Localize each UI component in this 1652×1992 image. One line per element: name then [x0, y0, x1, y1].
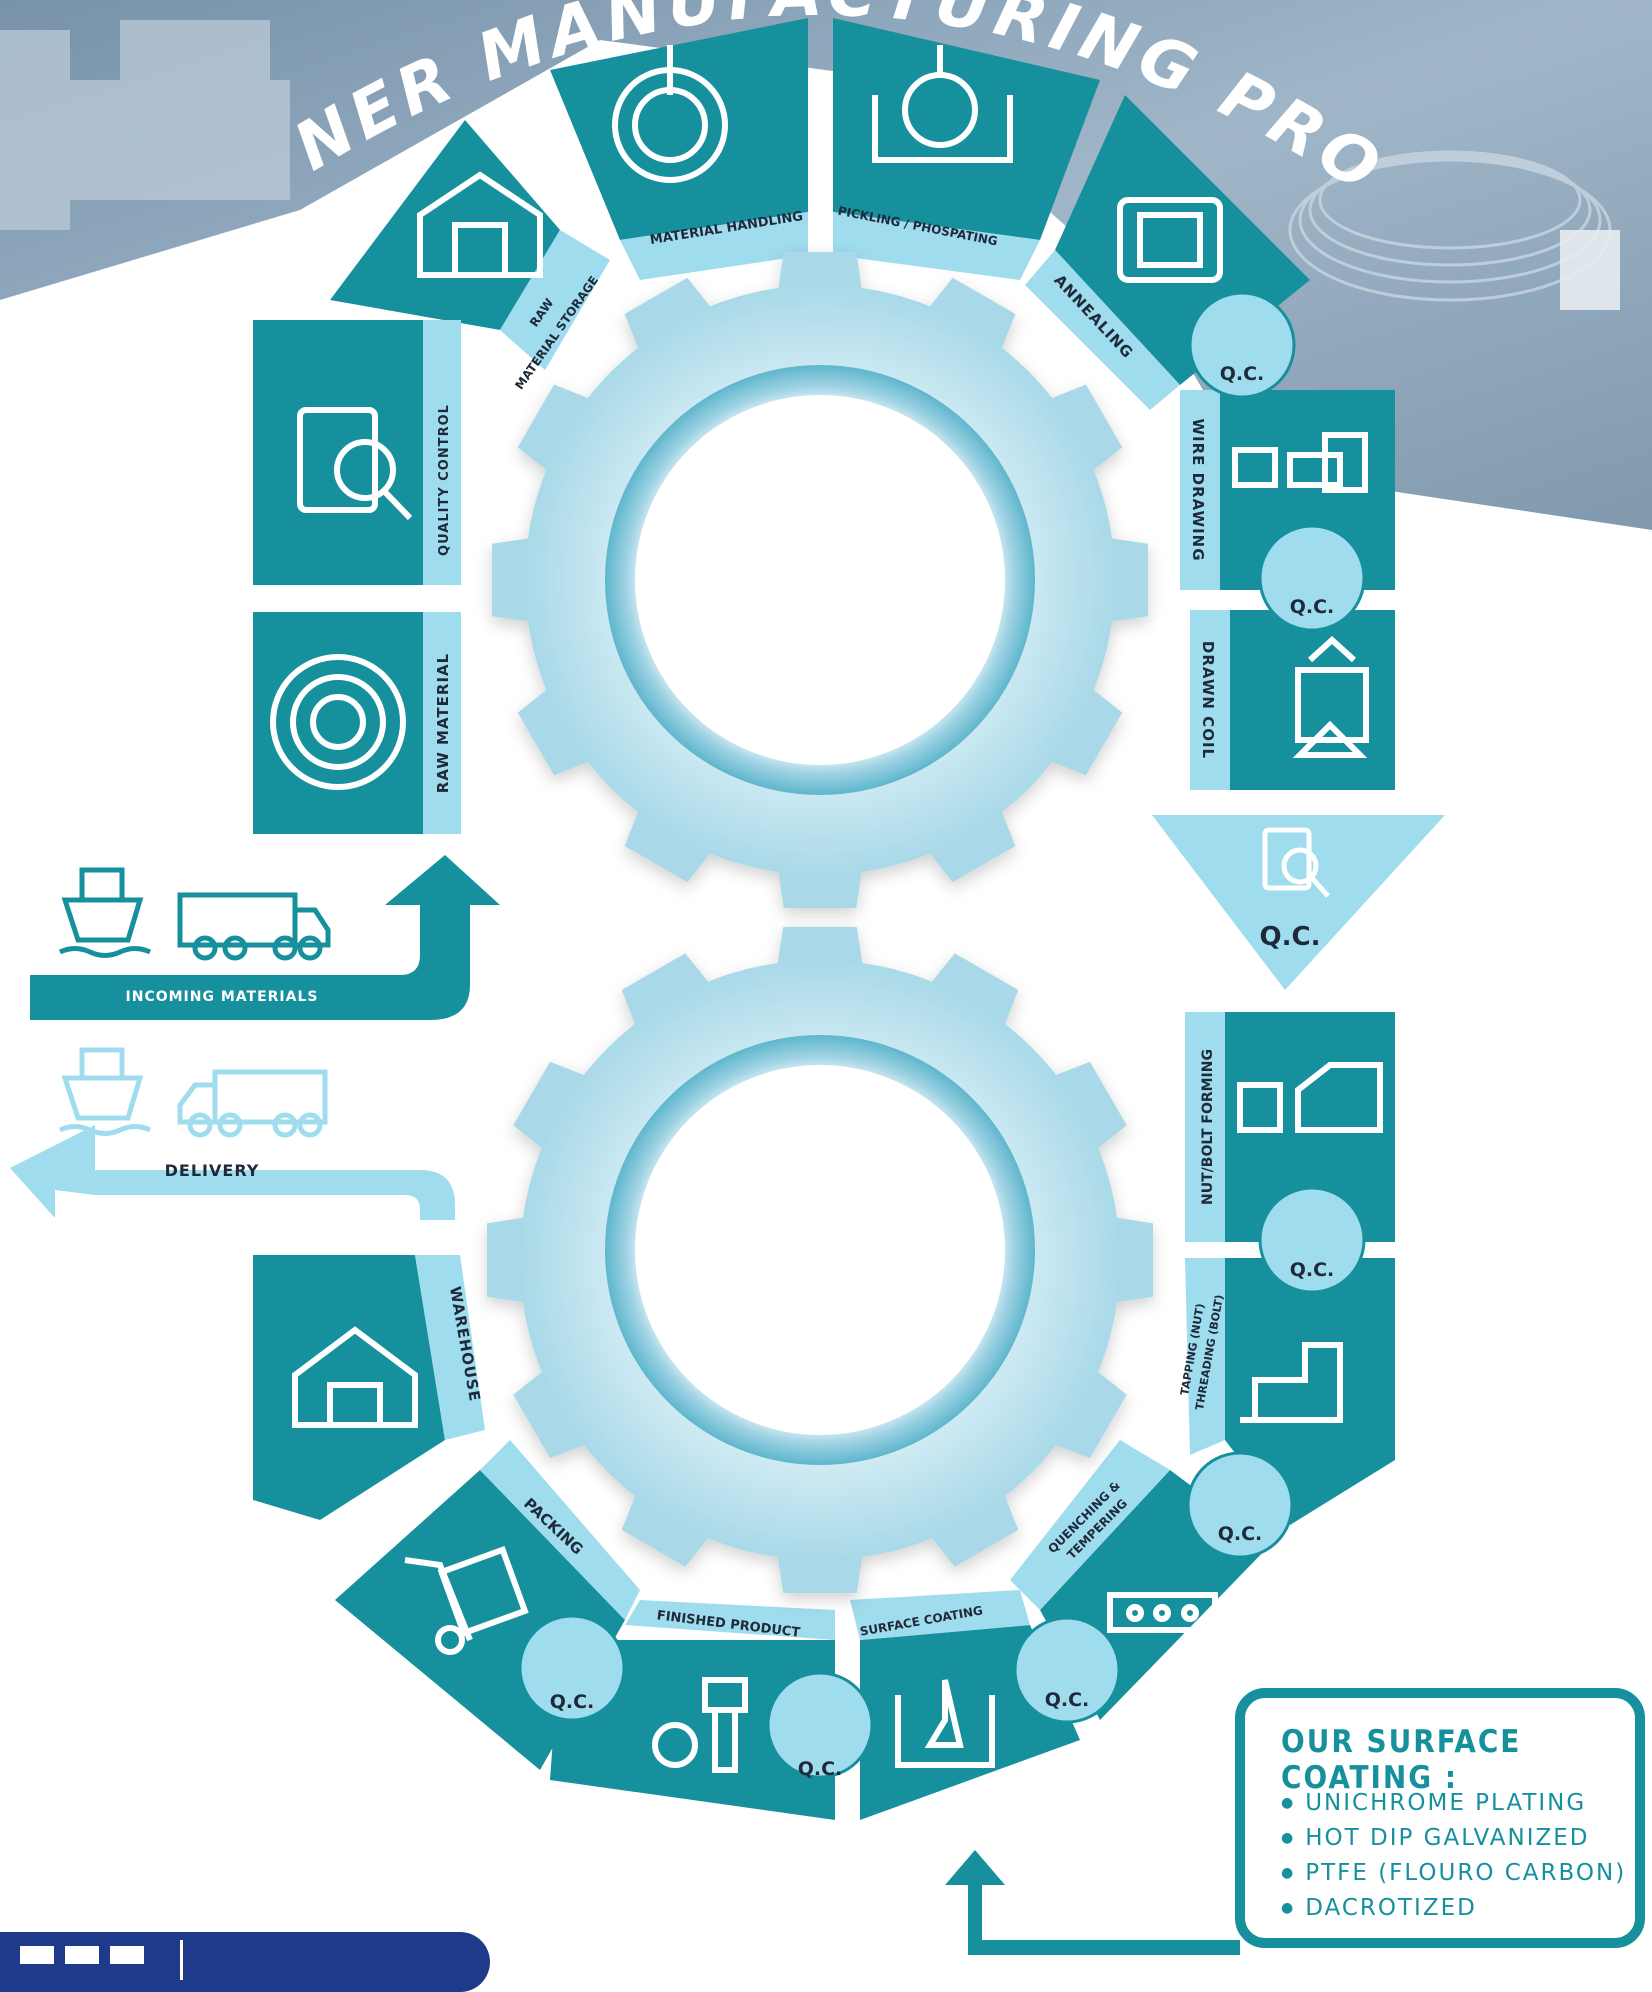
- label-raw-material: RAW MATERIAL: [434, 653, 452, 793]
- machine-photo-icon: [0, 20, 290, 230]
- annealing-furnace-icon: [1117, 197, 1223, 283]
- qc-label-annealing: Q.C.: [1220, 363, 1265, 385]
- label-wire-drawing: WIRE DRAWING: [1189, 418, 1207, 561]
- lower-label-bands: [415, 1012, 1225, 1640]
- segment-material-handling: [550, 18, 808, 240]
- quenching-furnace-icon: [1107, 1592, 1218, 1633]
- delivery-ship-icon: [58, 1047, 152, 1136]
- upper-gear-icon: [492, 252, 1148, 908]
- wire-coil-photo-icon: [1288, 150, 1612, 302]
- warehouse-icon: [292, 1326, 418, 1428]
- qc-badge-finished-product: [766, 1671, 874, 1779]
- logo-mark-1: [20, 1946, 54, 1964]
- delivery-label: DELIVERY: [165, 1161, 260, 1180]
- coating-connector-arrow: [945, 1850, 1240, 1955]
- segment-quality-control: [253, 320, 423, 585]
- qc-badge-forming: [1258, 1186, 1366, 1294]
- qc-badge-quenching: [1013, 1616, 1121, 1724]
- qc-label-packing: Q.C.: [550, 1691, 595, 1713]
- qc-badge-annealing: [1188, 291, 1296, 399]
- segment-raw-material: [253, 612, 423, 834]
- quality-control-icon: [297, 407, 413, 521]
- tapping-machine-icon: [1240, 1342, 1343, 1423]
- material-handling-coil-icon: [612, 45, 728, 183]
- qc-badge-tapping: [1186, 1451, 1294, 1559]
- lower-gear-icon: [487, 927, 1153, 1593]
- qc-badge-packing: [518, 1614, 626, 1722]
- qc-label-quenching: Q.C.: [1045, 1689, 1090, 1711]
- incoming-truck-icon: [177, 892, 331, 961]
- segment-tapping-threading: [1225, 1258, 1395, 1525]
- pickling-tank-icon: [872, 45, 1013, 163]
- coating-item-ptfe: PTFE (FLOURO CARBON): [1281, 1856, 1626, 1891]
- coating-list: UNICHROME PLATING HOT DIP GALVANIZED PTF…: [1281, 1786, 1626, 1926]
- label-drawn-coil: DRAWN COIL: [1199, 641, 1217, 759]
- logo-mark-2: [65, 1946, 99, 1964]
- coil-tag-icon: [1560, 230, 1620, 310]
- incoming-arrow: [30, 855, 500, 1020]
- storage-warehouse-icon: [417, 171, 543, 278]
- packing-trolley-icon: [404, 1545, 529, 1655]
- incoming-ship-icon: [58, 867, 152, 958]
- delivery-truck-icon: [177, 1069, 328, 1138]
- qc-report-icon: [1262, 827, 1330, 898]
- coating-item-unichrome: UNICHROME PLATING: [1281, 1786, 1626, 1821]
- qc-label-wire-drawing: Q.C.: [1290, 596, 1335, 618]
- coating-item-dacrotized: DACROTIZED: [1281, 1891, 1626, 1926]
- qc-badges: [518, 291, 1366, 1779]
- wire-drawing-machine-icon: [1232, 432, 1368, 493]
- qc-label-finished-product: Q.C.: [798, 1758, 843, 1780]
- forming-machine-icon: [1237, 1062, 1383, 1133]
- qc-label-forming: Q.C.: [1290, 1259, 1335, 1281]
- qc-down-arrow-icon: [1152, 815, 1445, 990]
- qc-label-tapping: Q.C.: [1218, 1523, 1263, 1545]
- surface-coating-panel: OUR SURFACE COATING : UNICHROME PLATING …: [1235, 1688, 1645, 1948]
- surface-coating-tank-icon: [895, 1679, 995, 1768]
- company-logo: [0, 1932, 490, 1992]
- logo-divider: [180, 1940, 183, 1980]
- qc-badge-wire-drawing: [1258, 524, 1366, 632]
- drawn-coil-icon: [1292, 635, 1369, 758]
- delivery-arrow: [10, 1125, 455, 1220]
- incoming-materials-label: INCOMING MATERIALS: [126, 989, 319, 1005]
- coating-item-hot-dip: HOT DIP GALVANIZED: [1281, 1821, 1626, 1856]
- label-nut-bolt-forming: NUT/BOLT FORMING: [1200, 1049, 1216, 1205]
- label-quality-control: QUALITY CONTROL: [437, 404, 452, 556]
- logo-mark-3: [110, 1946, 144, 1964]
- upper-label-bands: [423, 212, 1230, 834]
- raw-material-coil-icon: [270, 654, 406, 790]
- bolt-nut-icon: [652, 1677, 748, 1773]
- segment-drawn-coil: [1230, 610, 1395, 790]
- qc-arrow-label: Q.C.: [1260, 922, 1321, 952]
